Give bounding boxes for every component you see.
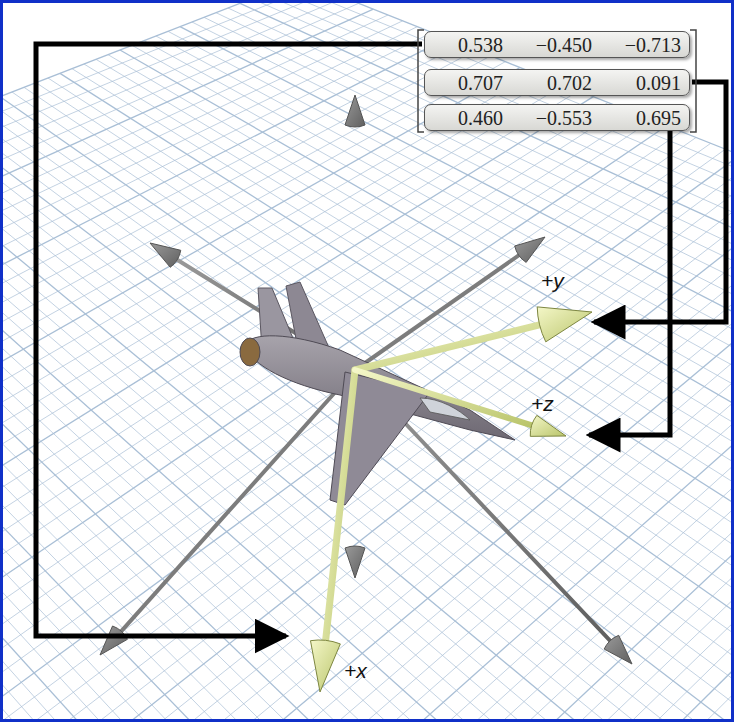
matrix-entry: −0.713 (611, 35, 681, 55)
floor-grid (3, 3, 731, 719)
matrix-frame (418, 30, 696, 132)
airplane (240, 282, 515, 505)
axis-label: +x (344, 660, 367, 681)
matrix-entry: 0.707 (433, 73, 503, 93)
matrix-entry: 0.702 (522, 73, 592, 93)
matrix-entry: 0.538 (433, 35, 503, 55)
axis-label: +z (531, 393, 554, 414)
leader-lines (36, 44, 726, 636)
matrix-entry: 0.460 (433, 108, 503, 128)
matrix-row: 0.707 0.702 0.091 (424, 69, 690, 96)
matrix-entry: 0.695 (611, 108, 681, 128)
matrix-row: 0.460 −0.553 0.695 (424, 104, 690, 131)
world-axes (100, 95, 632, 664)
matrix-entry: −0.450 (522, 35, 592, 55)
matrix-row: 0.538 −0.450 −0.713 (424, 31, 690, 58)
axis-label: +y (541, 270, 564, 291)
matrix-entry: 0.091 (611, 73, 681, 93)
matrix-entry: −0.553 (522, 108, 592, 128)
body-axes (310, 307, 592, 692)
